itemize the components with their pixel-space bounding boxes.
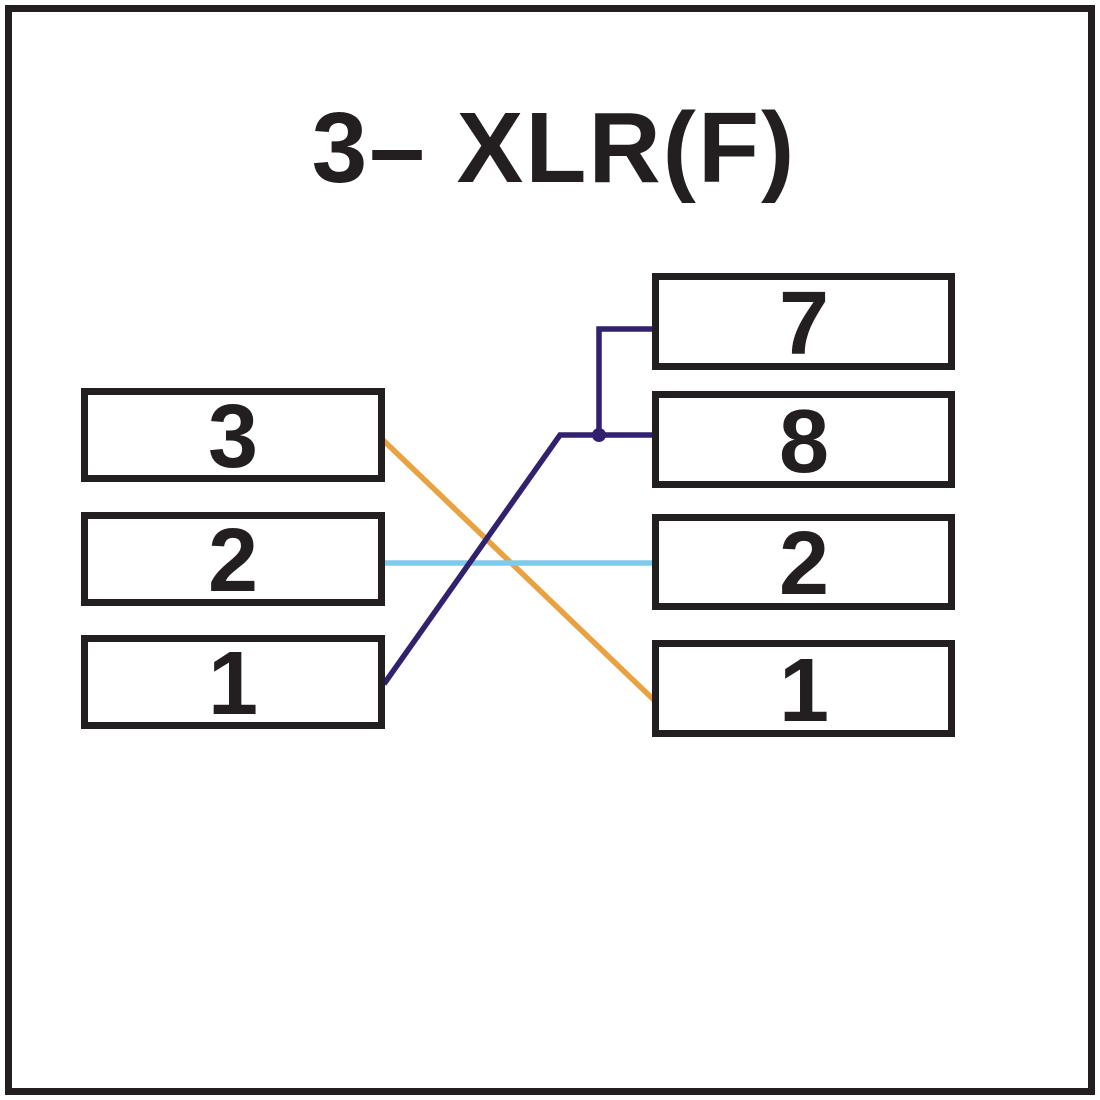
wire-left3-to-right1 <box>381 438 657 703</box>
wire-junction-dot <box>592 428 606 442</box>
diagram-title: 3– XLR(F) <box>312 92 797 204</box>
right-pin-label-1: 1 <box>779 641 829 741</box>
wire-branch-to-right7 <box>596 326 655 435</box>
right-pin-box-2 <box>652 514 955 610</box>
left-connector-group: 3 2 1 <box>81 387 385 734</box>
right-pin-box-8 <box>652 391 955 488</box>
right-pin-label-2: 2 <box>779 514 829 614</box>
left-pin-box-1 <box>81 635 385 729</box>
right-pin-label-7: 7 <box>779 274 829 374</box>
right-pin-box-7 <box>652 273 955 370</box>
left-pin-label-2: 2 <box>208 511 258 611</box>
right-connector-group: 7 8 2 1 <box>652 273 955 741</box>
left-pin-box-2 <box>81 512 385 606</box>
wires-group <box>381 326 657 703</box>
outer-border <box>5 5 1095 1095</box>
wire-left1-to-right8 <box>381 432 655 686</box>
right-pin-label-8: 8 <box>779 392 829 492</box>
right-pin-box-1 <box>652 640 955 737</box>
left-pin-label-1: 1 <box>208 634 258 734</box>
left-pin-box-3 <box>81 388 385 482</box>
left-pin-label-3: 3 <box>208 387 258 487</box>
